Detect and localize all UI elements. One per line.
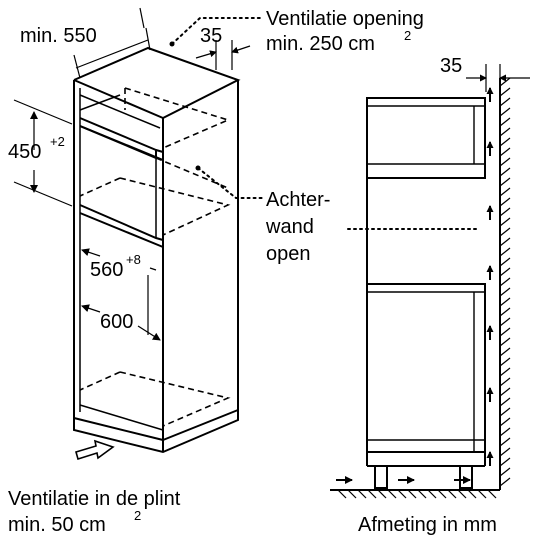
wall-hatch-line bbox=[499, 477, 511, 487]
dimension-35-top bbox=[195, 40, 251, 70]
wall-hatch-line bbox=[499, 457, 511, 467]
wall-hatch-line bbox=[499, 467, 511, 477]
min-550-label: min. 550 bbox=[20, 25, 97, 47]
vent-dot-top bbox=[169, 41, 175, 47]
ventilation-opening-sup: 2 bbox=[404, 28, 411, 43]
tall-cabinet bbox=[73, 46, 241, 454]
wall-hatch-line bbox=[499, 77, 511, 87]
plinth-vent-line2: min. 50 cm bbox=[8, 514, 106, 536]
wall-hatch-line bbox=[499, 387, 511, 397]
wall-hatch-line bbox=[499, 367, 511, 377]
dimension-450 bbox=[13, 99, 73, 207]
wall-hatch-line bbox=[499, 87, 511, 97]
niche-bottom-shelf bbox=[79, 204, 164, 241]
wall-hatch-line bbox=[499, 177, 511, 187]
plinth-vent-sup: 2 bbox=[134, 508, 141, 523]
floor-hatch-line bbox=[467, 489, 477, 499]
wall-hatch-line bbox=[499, 267, 511, 277]
wall-hatch-line bbox=[499, 217, 511, 227]
plinth-vent-arrow bbox=[75, 439, 115, 461]
units-note: Afmeting in mm bbox=[358, 514, 497, 536]
wall-hatch-line bbox=[499, 127, 511, 137]
wall-hatch-line bbox=[499, 97, 511, 107]
floor-hatch-line bbox=[377, 489, 387, 499]
foot-back bbox=[459, 465, 473, 489]
foot-front bbox=[374, 465, 388, 489]
wall-hatch-line bbox=[499, 197, 511, 207]
wall-hatch-line bbox=[499, 347, 511, 357]
floor-hatch-line bbox=[427, 489, 437, 499]
wall-hatching bbox=[337, 77, 511, 499]
wall-hatch-line bbox=[499, 437, 511, 447]
ventilation-opening-line2: min. 250 cm bbox=[266, 33, 375, 55]
wall-hatch-line bbox=[499, 317, 511, 327]
depth-35-top-label: 35 bbox=[200, 25, 222, 47]
upper-cabinet bbox=[366, 97, 486, 179]
floor-hatch-line bbox=[397, 489, 407, 499]
wall-hatch-line bbox=[499, 397, 511, 407]
side-section bbox=[366, 97, 486, 489]
wall-hatch-line bbox=[499, 277, 511, 287]
cabinet-front-top-edge bbox=[73, 79, 164, 119]
back-wall-line1: Achter- bbox=[266, 189, 330, 211]
wall-hatch-line bbox=[499, 237, 511, 247]
vent-dot-back bbox=[195, 165, 201, 171]
wall-hatch-line bbox=[499, 187, 511, 197]
wall-hatch-line bbox=[499, 307, 511, 317]
floor-hatch-line bbox=[347, 489, 357, 499]
ventilation-dotted-leaders bbox=[171, 17, 481, 230]
cabinet-top bbox=[73, 46, 241, 119]
wall-hatch-line bbox=[499, 327, 511, 337]
floor-hatch-line bbox=[337, 489, 347, 499]
depth-600-label: 600 bbox=[100, 311, 133, 333]
wall-hatch-line bbox=[499, 247, 511, 257]
back-wall bbox=[330, 77, 511, 499]
wall-hatch-line bbox=[499, 337, 511, 347]
wall-hatch-line bbox=[499, 287, 511, 297]
side-gap-35-label: 35 bbox=[440, 55, 462, 77]
wall-hatch-line bbox=[499, 417, 511, 427]
floor-hatch-line bbox=[447, 489, 457, 499]
wall-hatch-line bbox=[499, 167, 511, 177]
floor-hatch-line bbox=[487, 489, 497, 499]
niche-width-label: 560 bbox=[90, 259, 123, 281]
floor-hatch-line bbox=[407, 489, 417, 499]
floor-hatch-line bbox=[387, 489, 397, 499]
floor-hatch-line bbox=[437, 489, 447, 499]
lower-cabinet bbox=[366, 283, 486, 453]
wall-hatch-line bbox=[499, 257, 511, 267]
wall-hatch-line bbox=[499, 407, 511, 417]
wall-hatch-line bbox=[499, 377, 511, 387]
back-wall-line3: open bbox=[266, 243, 311, 265]
back-wall-line2: wand bbox=[265, 216, 314, 238]
wall-hatch-line bbox=[499, 207, 511, 217]
wall-hatch-line bbox=[499, 137, 511, 147]
floor-hatch-line bbox=[417, 489, 427, 499]
niche-width-tol: +8 bbox=[126, 252, 141, 267]
plinth-vent-line1: Ventilatie in de plint bbox=[8, 488, 181, 510]
dimension-600 bbox=[81, 304, 161, 341]
wall-hatch-line bbox=[499, 117, 511, 127]
wall-hatch-line bbox=[499, 357, 511, 367]
dimension-35-side bbox=[466, 64, 530, 92]
wall-hatch-line bbox=[499, 157, 511, 167]
cabinet-hidden-lines bbox=[79, 87, 231, 427]
wall-hatch-line bbox=[499, 297, 511, 307]
floor-hatch-line bbox=[357, 489, 367, 499]
wall-hatch-line bbox=[499, 447, 511, 457]
wall-hatch-line bbox=[499, 147, 511, 157]
floor-hatch-line bbox=[477, 489, 487, 499]
dimension-560 bbox=[81, 248, 157, 335]
wall-hatch-line bbox=[499, 427, 511, 437]
wall-hatch-line bbox=[499, 227, 511, 237]
ventilation-opening-line1: Ventilatie opening bbox=[266, 8, 424, 30]
wall-hatch-line bbox=[499, 107, 511, 117]
niche-height-label: 450 bbox=[8, 141, 41, 163]
floor-hatch-line bbox=[457, 489, 467, 499]
niche-height-tol: +2 bbox=[50, 134, 65, 149]
floor-hatch-line bbox=[367, 489, 377, 499]
dimension-min-550 bbox=[73, 7, 151, 79]
